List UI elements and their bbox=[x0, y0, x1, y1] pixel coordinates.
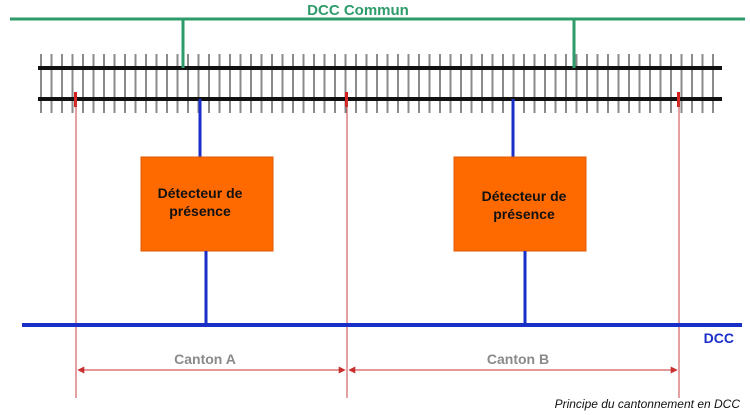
track-sleepers bbox=[40, 54, 714, 113]
canton-b-label: Canton B bbox=[487, 351, 549, 367]
detector-a: Détecteur de présence bbox=[140, 156, 274, 252]
dcc-label: DCC bbox=[704, 330, 734, 346]
canton-a-label: Canton A bbox=[174, 351, 236, 367]
detector-b-line1: Détecteur de bbox=[482, 188, 567, 204]
detector-b-box bbox=[453, 156, 587, 252]
detector-b-line2: présence bbox=[493, 206, 555, 222]
detector-a-line2: présence bbox=[169, 203, 231, 219]
detector-a-line1: Détecteur de bbox=[158, 185, 243, 201]
detector-a-box bbox=[140, 156, 274, 252]
caption: Principe du cantonnement en DCC bbox=[555, 397, 741, 411]
dcc-commun-label: DCC Commun bbox=[307, 2, 409, 19]
detector-b: Détecteur de présence bbox=[453, 156, 587, 252]
